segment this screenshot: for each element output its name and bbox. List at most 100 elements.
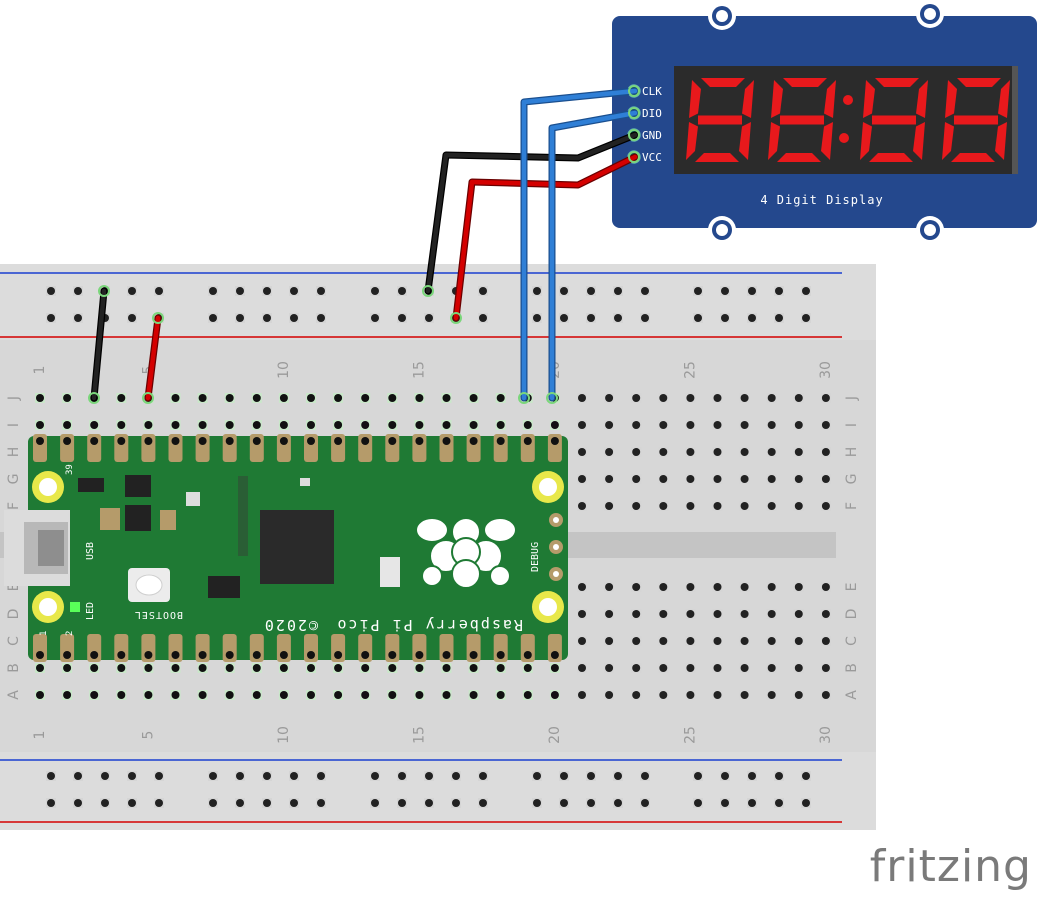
rail-hole[interactable] — [640, 286, 650, 296]
terminal-hole[interactable] — [820, 474, 831, 484]
terminal-hole[interactable] — [577, 474, 587, 484]
terminal-hole[interactable] — [739, 474, 750, 484]
terminal-hole[interactable] — [793, 582, 804, 592]
rail-hole[interactable] — [235, 798, 245, 808]
terminal-hole[interactable] — [116, 663, 127, 673]
terminal-hole[interactable] — [89, 690, 100, 700]
terminal-hole[interactable] — [468, 690, 479, 700]
terminal-hole[interactable] — [577, 447, 587, 457]
terminal-hole[interactable] — [577, 663, 587, 673]
terminal-hole[interactable] — [387, 393, 398, 403]
rail-hole[interactable] — [478, 286, 488, 296]
rail-hole[interactable] — [208, 313, 218, 323]
terminal-hole[interactable] — [468, 420, 479, 430]
terminal-hole[interactable] — [604, 501, 615, 511]
rail-hole[interactable] — [693, 771, 703, 781]
rail-hole[interactable] — [747, 798, 757, 808]
terminal-hole[interactable] — [387, 420, 398, 430]
terminal-hole[interactable] — [495, 420, 506, 430]
terminal-hole[interactable] — [414, 690, 425, 700]
rail-hole[interactable] — [801, 286, 811, 296]
terminal-hole[interactable] — [739, 690, 750, 700]
terminal-hole[interactable] — [820, 609, 831, 619]
terminal-hole[interactable] — [143, 420, 154, 430]
rail-hole[interactable] — [559, 286, 569, 296]
terminal-hole[interactable] — [278, 690, 289, 700]
terminal-hole[interactable] — [820, 393, 831, 403]
terminal-hole[interactable] — [766, 609, 777, 619]
terminal-hole[interactable] — [793, 447, 804, 457]
terminal-hole[interactable] — [89, 420, 100, 430]
rail-hole[interactable] — [532, 798, 542, 808]
terminal-hole[interactable] — [820, 420, 831, 430]
terminal-hole[interactable] — [333, 420, 344, 430]
rail-hole[interactable] — [586, 798, 596, 808]
terminal-hole[interactable] — [766, 501, 777, 511]
terminal-hole[interactable] — [251, 420, 262, 430]
terminal-hole[interactable] — [712, 690, 723, 700]
terminal-hole[interactable] — [577, 582, 587, 592]
terminal-hole[interactable] — [306, 663, 316, 673]
rail-hole[interactable] — [235, 313, 245, 323]
rail-hole[interactable] — [73, 286, 83, 296]
terminal-hole[interactable] — [631, 582, 642, 592]
rail-hole[interactable] — [774, 286, 784, 296]
rail-hole[interactable] — [532, 286, 542, 296]
rail-hole[interactable] — [127, 798, 137, 808]
terminal-hole[interactable] — [604, 636, 615, 646]
rail-hole[interactable] — [289, 798, 299, 808]
terminal-hole[interactable] — [143, 690, 154, 700]
terminal-hole[interactable] — [658, 609, 669, 619]
terminal-hole[interactable] — [685, 690, 696, 700]
rail-hole[interactable] — [235, 771, 245, 781]
terminal-hole[interactable] — [658, 501, 669, 511]
rail-hole[interactable] — [46, 798, 56, 808]
rail-hole[interactable] — [586, 771, 596, 781]
terminal-hole[interactable] — [89, 663, 100, 673]
terminal-hole[interactable] — [712, 501, 723, 511]
rail-hole[interactable] — [154, 286, 164, 296]
rail-hole[interactable] — [720, 771, 730, 781]
rail-hole[interactable] — [289, 286, 299, 296]
terminal-hole[interactable] — [658, 690, 669, 700]
rail-hole[interactable] — [100, 771, 110, 781]
rail-hole[interactable] — [559, 771, 569, 781]
terminal-hole[interactable] — [631, 474, 642, 484]
terminal-hole[interactable] — [468, 393, 479, 403]
terminal-hole[interactable] — [170, 393, 181, 403]
terminal-hole[interactable] — [658, 636, 669, 646]
rail-hole[interactable] — [693, 313, 703, 323]
terminal-hole[interactable] — [577, 420, 587, 430]
rail-hole[interactable] — [559, 798, 569, 808]
rail-hole[interactable] — [693, 798, 703, 808]
rail-hole[interactable] — [613, 313, 623, 323]
rail-hole[interactable] — [370, 771, 380, 781]
terminal-hole[interactable] — [685, 393, 696, 403]
terminal-hole[interactable] — [116, 690, 127, 700]
terminal-hole[interactable] — [116, 393, 127, 403]
terminal-hole[interactable] — [522, 663, 533, 673]
rail-hole[interactable] — [262, 798, 272, 808]
rail-hole[interactable] — [46, 313, 56, 323]
terminal-hole[interactable] — [224, 690, 235, 700]
terminal-hole[interactable] — [604, 609, 615, 619]
rail-hole[interactable] — [613, 286, 623, 296]
rail-hole[interactable] — [316, 771, 326, 781]
terminal-hole[interactable] — [631, 501, 642, 511]
rail-hole[interactable] — [478, 771, 488, 781]
terminal-hole[interactable] — [766, 582, 777, 592]
terminal-hole[interactable] — [712, 447, 723, 457]
terminal-hole[interactable] — [197, 393, 208, 403]
terminal-hole[interactable] — [658, 474, 669, 484]
terminal-hole[interactable] — [306, 690, 316, 700]
terminal-hole[interactable] — [685, 663, 696, 673]
terminal-hole[interactable] — [549, 663, 560, 673]
terminal-hole[interactable] — [414, 420, 425, 430]
terminal-hole[interactable] — [441, 420, 452, 430]
terminal-hole[interactable] — [251, 690, 262, 700]
terminal-hole[interactable] — [62, 690, 73, 700]
terminal-hole[interactable] — [495, 393, 506, 403]
terminal-hole[interactable] — [604, 393, 615, 403]
terminal-hole[interactable] — [712, 609, 723, 619]
terminal-hole[interactable] — [577, 501, 587, 511]
